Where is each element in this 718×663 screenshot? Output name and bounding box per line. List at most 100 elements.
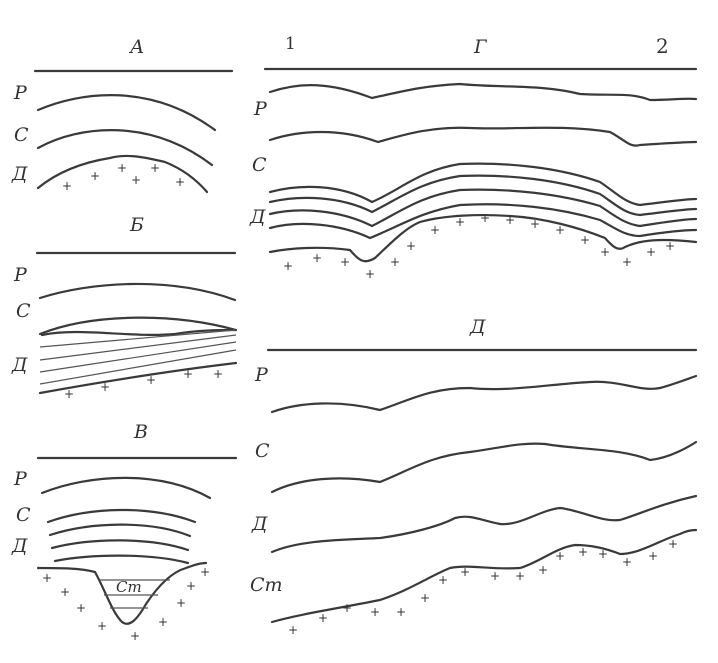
panel-d-layer-r <box>270 374 698 414</box>
basement-mark: + <box>668 537 678 551</box>
panel-v-layer-s1 <box>46 508 197 524</box>
panel-b-inclined-bed <box>39 341 237 373</box>
basement-mark: + <box>64 387 74 401</box>
basement-mark: + <box>131 173 141 187</box>
panel-d-basement-top <box>270 528 698 624</box>
panel-g-layer-d3 <box>268 188 698 228</box>
panel-v-layer-s2 <box>48 523 192 538</box>
basement-mark: + <box>288 623 298 637</box>
panel-d-layer-label-d: Д <box>252 513 268 535</box>
panel-d-layer-d <box>270 494 698 554</box>
basement-mark: + <box>460 565 470 579</box>
panel-b-layer-s-lower <box>40 328 238 337</box>
panel-a-layer-label-s: С <box>14 124 29 146</box>
panel-a-title: А <box>130 36 145 58</box>
basement-mark: + <box>183 367 193 381</box>
panel-g-layer-d4 <box>268 203 698 240</box>
basement-mark: + <box>42 571 52 585</box>
basement-mark: + <box>117 161 127 175</box>
basement-mark: + <box>370 605 380 619</box>
panel-d-title: Д <box>470 316 486 338</box>
basement-mark: + <box>365 267 375 281</box>
basement-mark: + <box>283 259 293 273</box>
panel-v-layer-s3 <box>50 539 190 552</box>
panel-v-basin-outline <box>36 561 208 625</box>
basement-mark: + <box>598 547 608 561</box>
basement-mark: + <box>76 601 86 615</box>
basement-mark: + <box>340 255 350 269</box>
panel-b-layer-r <box>38 282 237 302</box>
panel-a-layer-label-r: Р <box>14 82 27 104</box>
panel-v-fill-label: Cm <box>116 578 142 596</box>
basement-mark: + <box>97 619 107 633</box>
basement-mark: + <box>130 629 140 643</box>
panel-g-left-marker: 1 <box>285 34 296 54</box>
panel-b-basement-marks: + + + + + <box>64 367 223 401</box>
basement-mark: + <box>396 605 406 619</box>
panel-g-basement-marks: + + + + + + + + + + + + + + + + + <box>283 211 675 281</box>
basement-mark: + <box>505 213 515 227</box>
basement-mark: + <box>158 615 168 629</box>
panel-a-layer-r <box>36 94 217 132</box>
panel-b-inclined-bed <box>39 349 237 385</box>
panel-g-layer-r <box>268 82 698 102</box>
basement-mark: + <box>578 545 588 559</box>
panel-g-layer-label-r: Р <box>254 98 267 120</box>
basement-mark: + <box>312 251 322 265</box>
basement-mark: + <box>600 245 610 259</box>
basement-mark: + <box>580 233 590 247</box>
panel-b-drawing: + + + + + <box>35 251 238 401</box>
panel-b-inclined-bed <box>39 329 237 348</box>
basement-mark: + <box>555 223 565 237</box>
basement-mark: + <box>406 239 416 253</box>
panel-b-basement-top <box>38 361 238 395</box>
panel-b-layer-label-s: С <box>16 300 31 322</box>
basement-mark: + <box>420 591 430 605</box>
basement-mark: + <box>530 217 540 231</box>
basement-mark: + <box>213 367 223 381</box>
basement-mark: + <box>555 549 565 563</box>
panel-g-basement-top <box>268 213 698 263</box>
panel-g-layer-label-d: Д <box>250 206 266 228</box>
panel-b-title: Б <box>130 214 144 236</box>
panel-a-drawing: + + + + + + <box>33 69 234 194</box>
basement-mark: + <box>62 179 72 193</box>
panel-a-basement-top <box>36 154 209 194</box>
panel-v-drawing: + + + + + + + + + <box>36 456 238 643</box>
panel-g-right-marker: 2 <box>656 34 669 58</box>
basement-mark: + <box>200 565 210 579</box>
panel-v-layer-r <box>40 476 212 500</box>
panel-b-layer-label-d: Д <box>12 354 28 376</box>
panel-d-basement-marks: + + + + + + + + + + + + + + + + + <box>288 537 678 637</box>
basement-mark: + <box>175 175 185 189</box>
panel-v-basement-marks: + + + + + + + + + <box>42 565 210 643</box>
basement-mark: + <box>480 211 490 225</box>
panel-d-layer-label-st: Ст <box>250 574 283 596</box>
panel-v-layer-label-s: С <box>16 504 31 526</box>
basement-mark: + <box>665 239 675 253</box>
panel-a-basement-marks: + + + + + + <box>62 161 185 193</box>
basement-mark: + <box>146 373 156 387</box>
panel-b-layer-s-upper <box>38 316 238 336</box>
panel-g-drawing: + + + + + + + + + + + + + + + + + <box>263 67 698 281</box>
panel-b-inclined-bed <box>39 334 237 361</box>
basement-mark: + <box>318 611 328 625</box>
basement-mark: + <box>60 585 70 599</box>
panel-a-layer-s <box>36 129 214 167</box>
panel-g-title: Г <box>474 36 487 58</box>
panel-d-layer-label-r: Р <box>255 364 268 386</box>
basement-mark: + <box>186 579 196 593</box>
basement-mark: + <box>622 255 632 269</box>
basement-mark: + <box>455 215 465 229</box>
panel-v-title: В <box>134 421 148 443</box>
panel-a-layer-label-d: Д <box>12 163 28 185</box>
basement-mark: + <box>90 169 100 183</box>
basement-mark: + <box>150 161 160 175</box>
panel-b-layer-label-r: Р <box>14 264 27 286</box>
basement-mark: + <box>646 245 656 259</box>
basement-mark: + <box>515 569 525 583</box>
basement-mark: + <box>438 573 448 587</box>
basement-mark: + <box>100 380 110 394</box>
